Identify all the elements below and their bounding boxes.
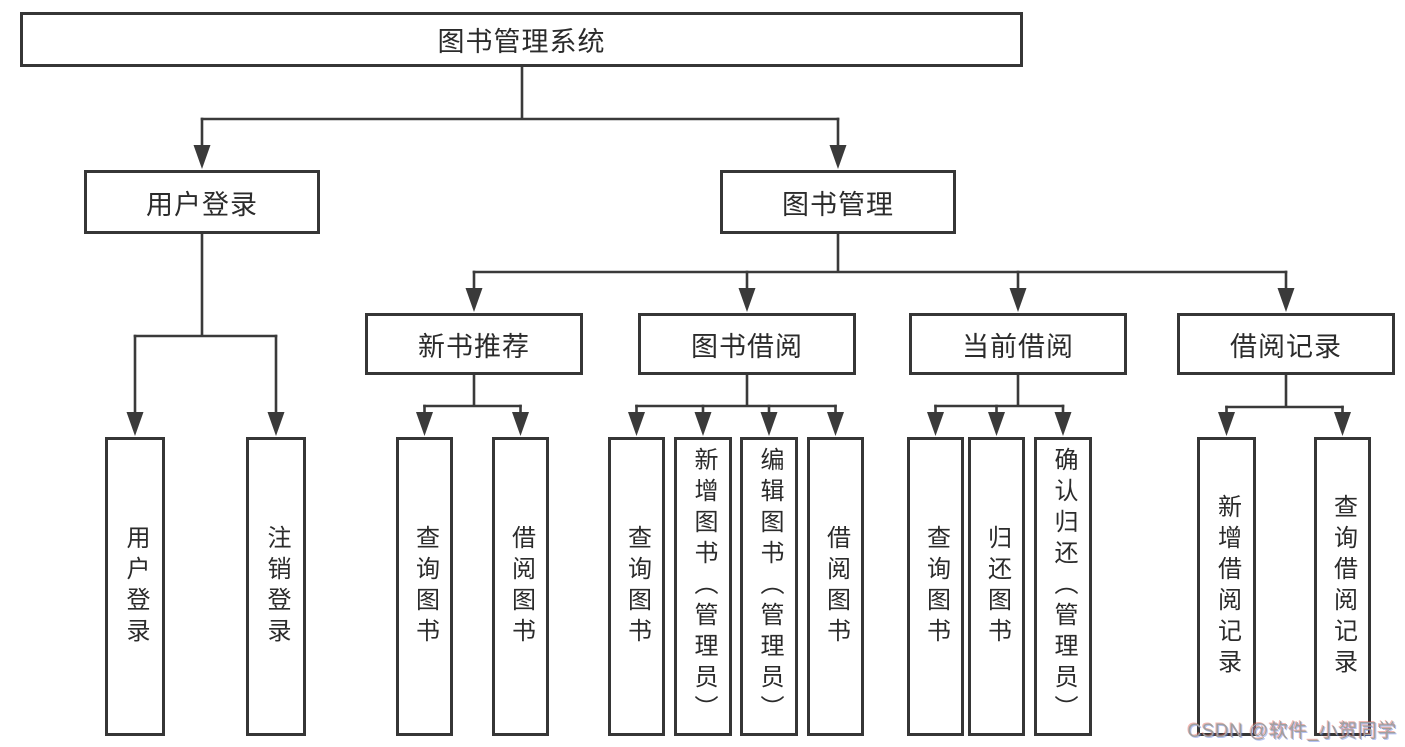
connector-book-borrowing-to-leaves [628, 375, 844, 436]
leaf-borrowing-query-books: 查询图书 [608, 437, 665, 736]
leaf-borrowing-add-books-admin: 新增图书（管理员） [674, 437, 732, 736]
leaf-logout-label: 注销登录 [263, 524, 290, 649]
leaf-current-query-books-label: 查询图书 [922, 524, 950, 649]
leaf-borrowing-edit-books-admin-label: 编辑图书（管理员） [756, 447, 783, 726]
node-root: 图书管理系统 [20, 12, 1023, 67]
connector-new-book-recommend-to-leaves [416, 375, 529, 436]
node-current-borrowing: 当前借阅 [909, 313, 1127, 375]
connector-borrowing-records-to-leaves [1218, 375, 1351, 436]
leaf-borrowing-query-books-label: 查询图书 [623, 524, 651, 649]
csdn-watermark: CSDN @软件_小贺同学 [1187, 721, 1397, 742]
leaf-current-return-books-label: 归还图书 [983, 524, 1011, 649]
leaf-current-confirm-return-admin: 确认归还（管理员） [1034, 437, 1092, 736]
leaf-borrowing-borrow-books: 借阅图书 [807, 437, 864, 736]
node-user-login: 用户登录 [84, 170, 320, 234]
leaf-borrowing-add-books-admin-label: 新增图书（管理员） [690, 447, 717, 726]
leaf-borrowing-edit-books-admin: 编辑图书（管理员） [740, 437, 798, 736]
leaf-user-login: 用户登录 [105, 437, 165, 736]
connector-book-management-to-level3 [465, 234, 1295, 312]
node-book-borrowing: 图书借阅 [638, 313, 856, 375]
leaf-recommend-borrow-books-label: 借阅图书 [507, 524, 535, 649]
leaf-user-login-label: 用户登录 [122, 524, 149, 649]
leaf-recommend-query-books-label: 查询图书 [411, 524, 439, 649]
connector-current-borrowing-to-leaves [927, 375, 1072, 436]
node-borrowing-records: 借阅记录 [1177, 313, 1395, 375]
leaf-records-query-record: 查询借阅记录 [1314, 437, 1371, 736]
node-book-management: 图书管理 [720, 170, 956, 234]
leaf-records-add-record: 新增借阅记录 [1197, 437, 1256, 736]
connector-root-to-level2 [193, 65, 847, 169]
leaf-records-add-record-label: 新增借阅记录 [1213, 493, 1241, 680]
connector-user-login-to-leaves [126, 234, 285, 436]
node-new-book-recommend: 新书推荐 [365, 313, 583, 375]
leaf-recommend-query-books: 查询图书 [396, 437, 453, 736]
leaf-current-query-books: 查询图书 [907, 437, 964, 736]
leaf-current-confirm-return-admin-label: 确认归还（管理员） [1050, 447, 1077, 726]
leaf-logout: 注销登录 [246, 437, 306, 736]
leaf-records-query-record-label: 查询借阅记录 [1329, 493, 1357, 680]
leaf-borrowing-borrow-books-label: 借阅图书 [822, 524, 850, 649]
leaf-recommend-borrow-books: 借阅图书 [492, 437, 549, 736]
leaf-current-return-books: 归还图书 [968, 437, 1025, 736]
